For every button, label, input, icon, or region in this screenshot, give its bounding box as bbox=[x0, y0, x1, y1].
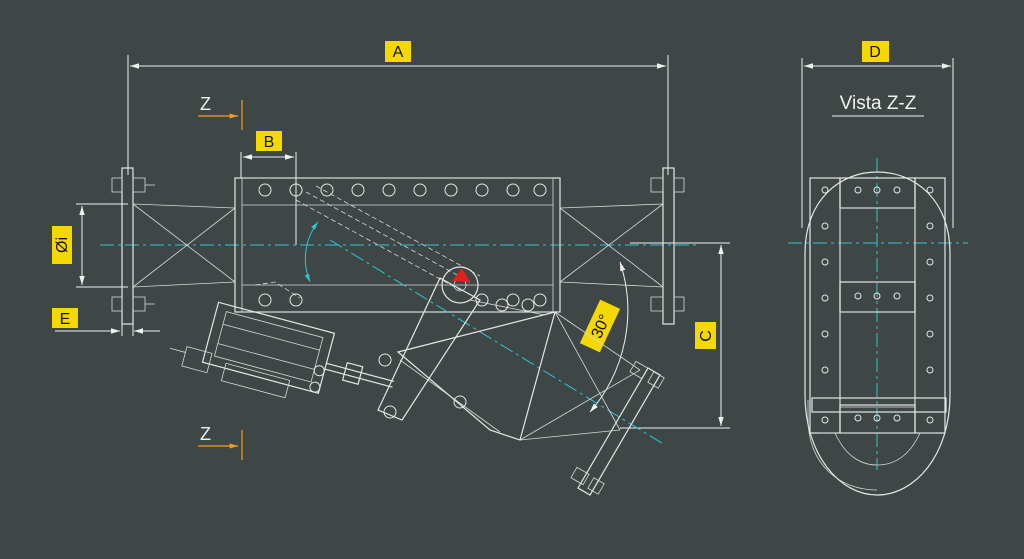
dimension-d: D bbox=[801, 41, 954, 228]
zz-bolt-holes bbox=[821, 186, 934, 424]
section-label-bottom: Z bbox=[200, 424, 211, 444]
angled-branch bbox=[329, 239, 666, 496]
dimension-e-tag bbox=[52, 308, 78, 328]
dimension-b-label: B bbox=[264, 134, 275, 151]
dimension-a-label: A bbox=[393, 44, 404, 61]
pneumatic-actuator bbox=[169, 301, 395, 399]
dimension-angle-tag bbox=[579, 299, 621, 353]
pivot-marker-icon bbox=[452, 268, 470, 282]
dimension-a-tag bbox=[385, 41, 411, 62]
section-label-top: Z bbox=[200, 94, 211, 114]
section-view-zz: Vista Z-Z bbox=[788, 93, 968, 496]
section-marker-bottom: Z bbox=[198, 424, 243, 460]
left-reducer bbox=[132, 203, 236, 288]
dimension-diameter-label: Øi bbox=[54, 237, 71, 253]
right-flange bbox=[650, 167, 685, 325]
dimension-a: A bbox=[127, 41, 669, 175]
section-marker-top: Z bbox=[198, 94, 243, 130]
dimension-b: B bbox=[240, 131, 297, 245]
view-title: Vista Z-Z bbox=[840, 93, 917, 114]
dimension-e: E bbox=[52, 308, 160, 336]
dimension-diameter: Øi bbox=[52, 203, 128, 288]
dimension-c: C bbox=[620, 242, 730, 429]
dimension-angle: 30° bbox=[579, 261, 629, 413]
bottom-bolt-row bbox=[258, 293, 547, 307]
internal-flap bbox=[254, 185, 481, 299]
dimension-diameter-tag bbox=[52, 226, 72, 264]
lever-arm bbox=[377, 266, 481, 421]
dimension-c-label: C bbox=[698, 330, 715, 342]
dimension-c-tag bbox=[695, 322, 716, 349]
right-reducer bbox=[559, 203, 664, 288]
dimension-d-label: D bbox=[869, 44, 881, 61]
dimension-b-tag bbox=[256, 131, 282, 151]
top-bolt-row bbox=[258, 183, 547, 197]
dimension-d-tag bbox=[862, 41, 889, 62]
valve-body bbox=[234, 177, 561, 313]
left-flange bbox=[111, 167, 155, 325]
dimension-e-label: E bbox=[60, 311, 71, 328]
